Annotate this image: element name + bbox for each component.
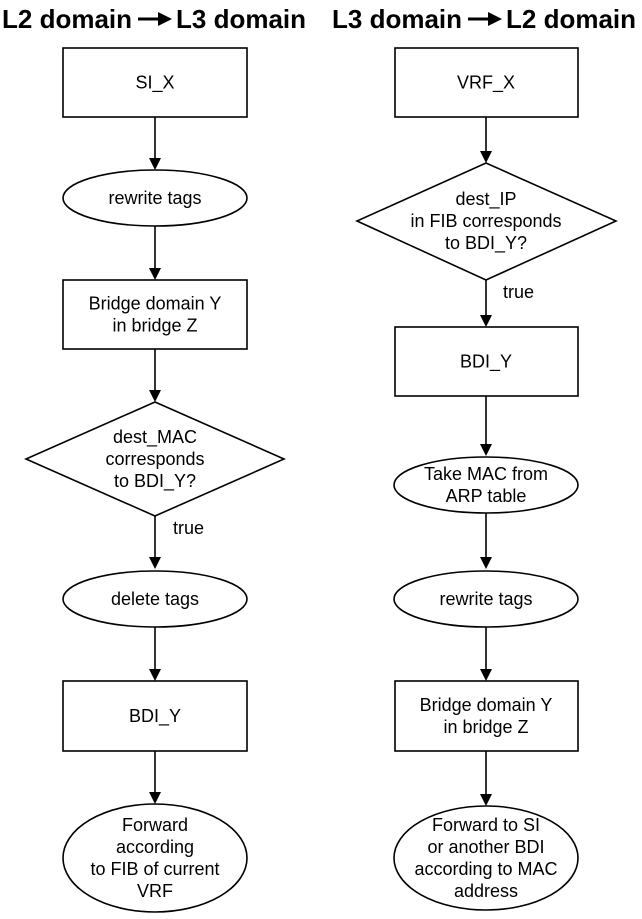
label-line: BDI_Y xyxy=(129,706,181,727)
left-edge-2-head xyxy=(149,268,161,280)
label-line: Forward xyxy=(122,815,188,835)
label-line: in bridge Z xyxy=(112,316,197,336)
label-line: VRF_X xyxy=(457,73,515,94)
label-line: according xyxy=(116,837,194,857)
left-node-bdi-y-label: BDI_Y xyxy=(129,706,181,727)
right-node-rewrite-tags: rewrite tags xyxy=(393,570,579,628)
right-node-bdi-y: BDI_Y xyxy=(394,326,579,397)
left-title-from: L2 domain xyxy=(2,4,132,34)
right-edges xyxy=(480,117,492,806)
right-edge-2-head xyxy=(480,315,492,327)
label-line: BDI_Y xyxy=(460,352,512,373)
label-line: Bridge domain Y xyxy=(89,294,222,314)
right-node-bdi-y-label: BDI_Y xyxy=(460,352,512,373)
right-title-to: L2 domain xyxy=(506,4,636,34)
label-line: to BDI_Y? xyxy=(114,471,196,492)
label-line: rewrite tags xyxy=(439,589,532,609)
label-line: address xyxy=(454,881,518,901)
left-title-to: L3 domain xyxy=(176,4,306,34)
left-edge-5-head xyxy=(149,669,161,681)
right-edge-3-head xyxy=(480,444,492,456)
left-edges xyxy=(149,117,161,804)
left-title-arrow-head xyxy=(158,12,172,26)
left-node-si-x-label: SI_X xyxy=(135,73,174,94)
label-line: corresponds xyxy=(105,449,204,469)
label-line: ARP table xyxy=(446,486,527,506)
label-line: in bridge Z xyxy=(443,717,528,737)
right-node-vrf-x: VRF_X xyxy=(394,47,579,118)
label-line: Take MAC from xyxy=(424,464,548,484)
label-line: delete tags xyxy=(111,589,199,609)
label-line: according to MAC xyxy=(414,859,557,879)
left-node-rewrite-tags: rewrite tags xyxy=(62,169,248,227)
label-line: SI_X xyxy=(135,73,174,94)
label-line: Forward to SI xyxy=(432,815,540,835)
left-edge-3-head xyxy=(149,390,161,402)
left-node-rewrite-tags-label: rewrite tags xyxy=(108,188,201,208)
label-line: dest_MAC xyxy=(113,427,197,448)
left-node-bdi-y: BDI_Y xyxy=(62,680,248,752)
right-title: L3 domain L2 domain xyxy=(332,4,636,34)
right-true-label: true xyxy=(503,282,534,302)
right-node-vrf-x-label: VRF_X xyxy=(457,73,515,94)
label-line: VRF xyxy=(137,881,173,901)
left-node-delete-tags-label: delete tags xyxy=(111,589,199,609)
label-line: in FIB corresponds xyxy=(410,211,561,231)
label-line: rewrite tags xyxy=(108,188,201,208)
left-node-delete-tags: delete tags xyxy=(62,570,248,628)
label-line: or another BDI xyxy=(427,837,544,857)
label-line: to BDI_Y? xyxy=(445,233,527,254)
right-edge-1-head xyxy=(480,151,492,163)
left-edge-1-head xyxy=(149,158,161,170)
left-edge-4-head xyxy=(149,557,161,569)
label-line: dest_IP xyxy=(455,189,516,210)
right-edge-6-head xyxy=(480,794,492,806)
left-title: L2 domain L3 domain xyxy=(2,4,306,34)
right-edge-5-head xyxy=(480,669,492,681)
label-line: Bridge domain Y xyxy=(420,695,553,715)
right-title-arrow-head xyxy=(488,12,502,26)
left-true-label: true xyxy=(173,518,204,538)
right-node-rewrite-tags-label: rewrite tags xyxy=(439,589,532,609)
right-edge-4-head xyxy=(480,557,492,569)
label-line: to FIB of current xyxy=(90,859,219,879)
left-edge-6-head xyxy=(149,792,161,804)
right-title-from: L3 domain xyxy=(332,4,462,34)
left-node-si-x: SI_X xyxy=(62,47,248,118)
